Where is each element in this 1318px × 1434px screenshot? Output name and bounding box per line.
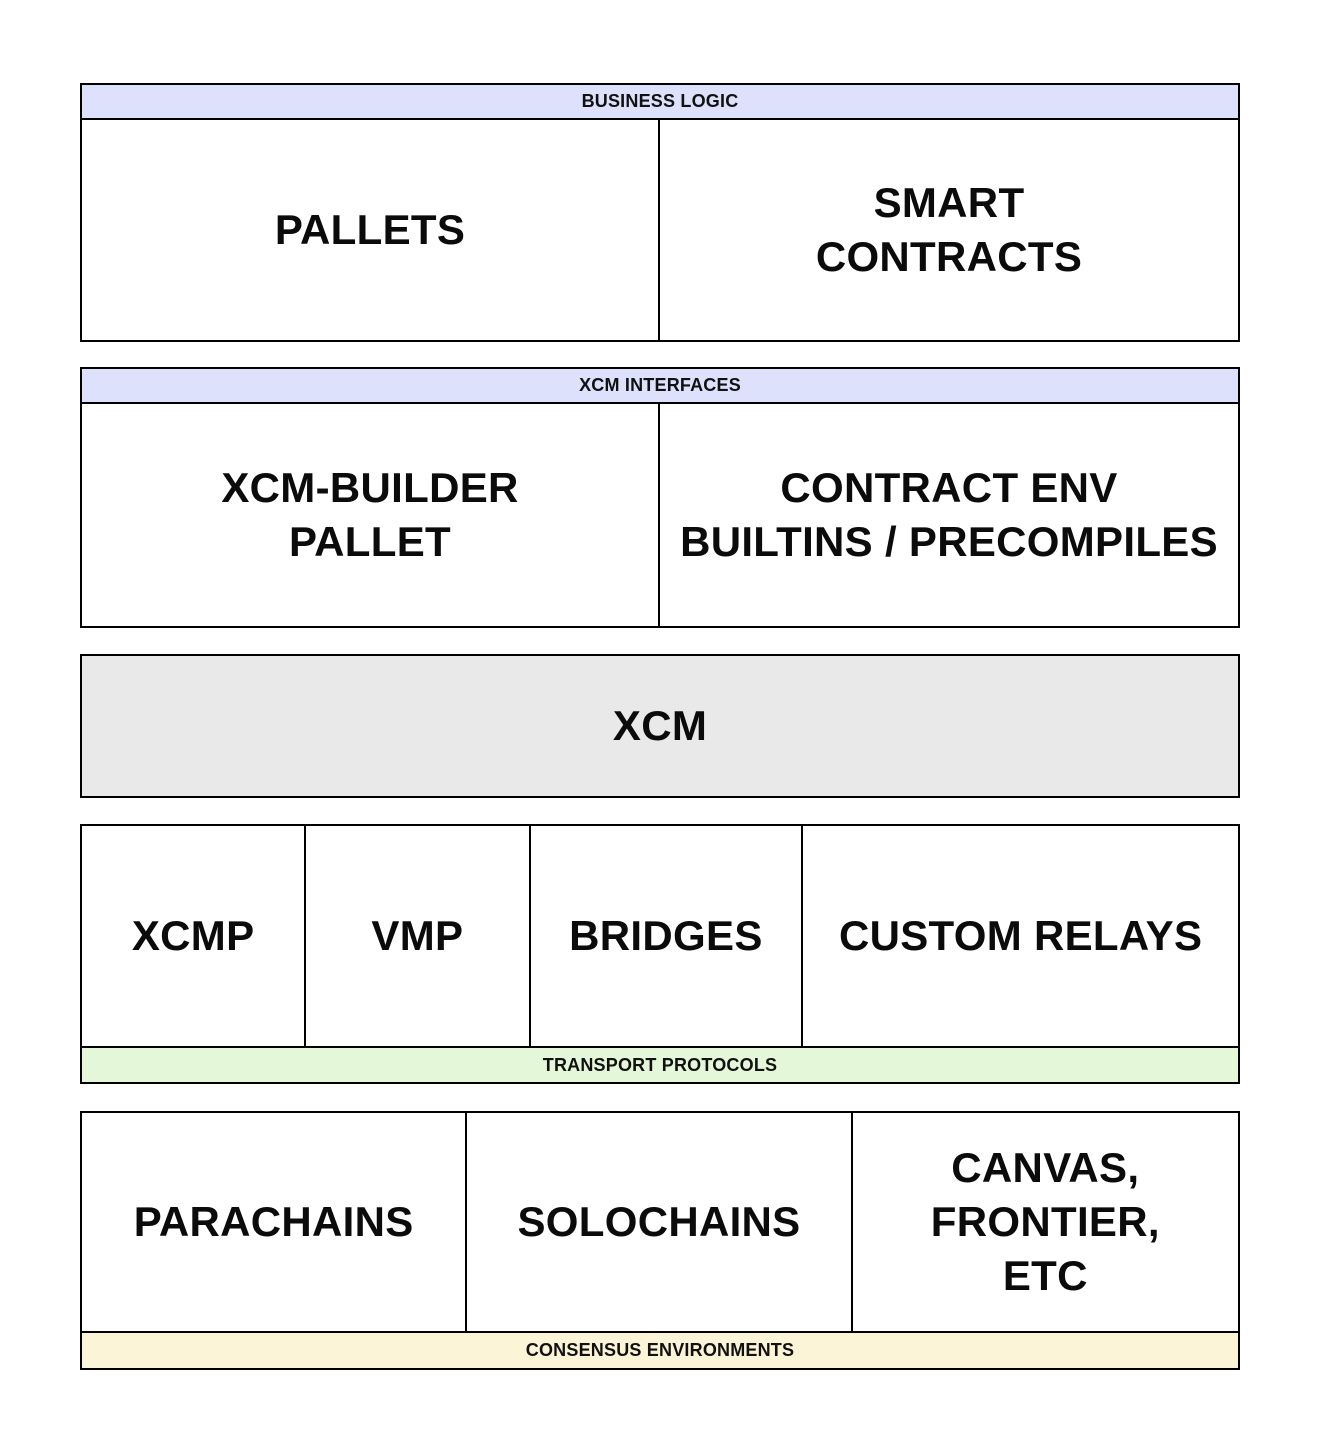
pallets-cell: PALLETS (82, 120, 660, 340)
transport-protocols-footer: TRANSPORT PROTOCOLS (82, 1046, 1238, 1082)
smart-contracts-cell: SMART CONTRACTS (815, 179, 1083, 280)
business-logic-header: BUSINESS LOGIC (82, 85, 1238, 120)
solochains-cell: SOLOCHAINS (467, 1113, 853, 1331)
xcm-interfaces-header: XCM INTERFACES (82, 369, 1238, 404)
xcm-builder-pallet-cell: XCM-BUILDER PALLET (82, 404, 660, 626)
xcmp-cell: XCMP (82, 826, 307, 1046)
diagram-content: BUSINESS LOGIC PALLETS SMART CONTRACTS X… (80, 83, 1240, 1370)
xcm-interfaces-block: XCM INTERFACES XCM-BUILDER PALLET CONTRA… (80, 367, 1240, 628)
consensus-environments-footer: CONSENSUS ENVIRONMENTS (82, 1331, 1238, 1368)
xcm-box: XCM (80, 654, 1240, 798)
transport-protocols-cells: XCMP VMP BRIDGES CUSTOM RELAYS (82, 826, 1238, 1046)
parachains-cell: PARACHAINS (82, 1113, 468, 1331)
business-logic-block: BUSINESS LOGIC PALLETS SMART CONTRACTS (80, 83, 1240, 342)
canvas-frontier-etc-cell: CANVAS, FRONTIER, ETC (930, 1144, 1160, 1299)
business-logic-cells: PALLETS SMART CONTRACTS (82, 120, 1238, 340)
contract-env-builtins-precompiles-cell: CONTRACT ENV BUILTINS / PRECOMPILES (680, 464, 1218, 565)
xcm-interfaces-cells: XCM-BUILDER PALLET CONTRACT ENV BUILTINS… (82, 404, 1238, 626)
transport-protocols-block: XCMP VMP BRIDGES CUSTOM RELAYS TRANSPORT… (80, 824, 1240, 1084)
consensus-environments-cells: PARACHAINS SOLOCHAINS CANVAS, FRONTIER, … (82, 1113, 1238, 1331)
bridges-cell: BRIDGES (531, 826, 804, 1046)
custom-relays-cell: CUSTOM RELAYS (838, 912, 1203, 960)
vmp-cell: VMP (306, 826, 531, 1046)
consensus-environments-block: PARACHAINS SOLOCHAINS CANVAS, FRONTIER, … (80, 1111, 1240, 1370)
